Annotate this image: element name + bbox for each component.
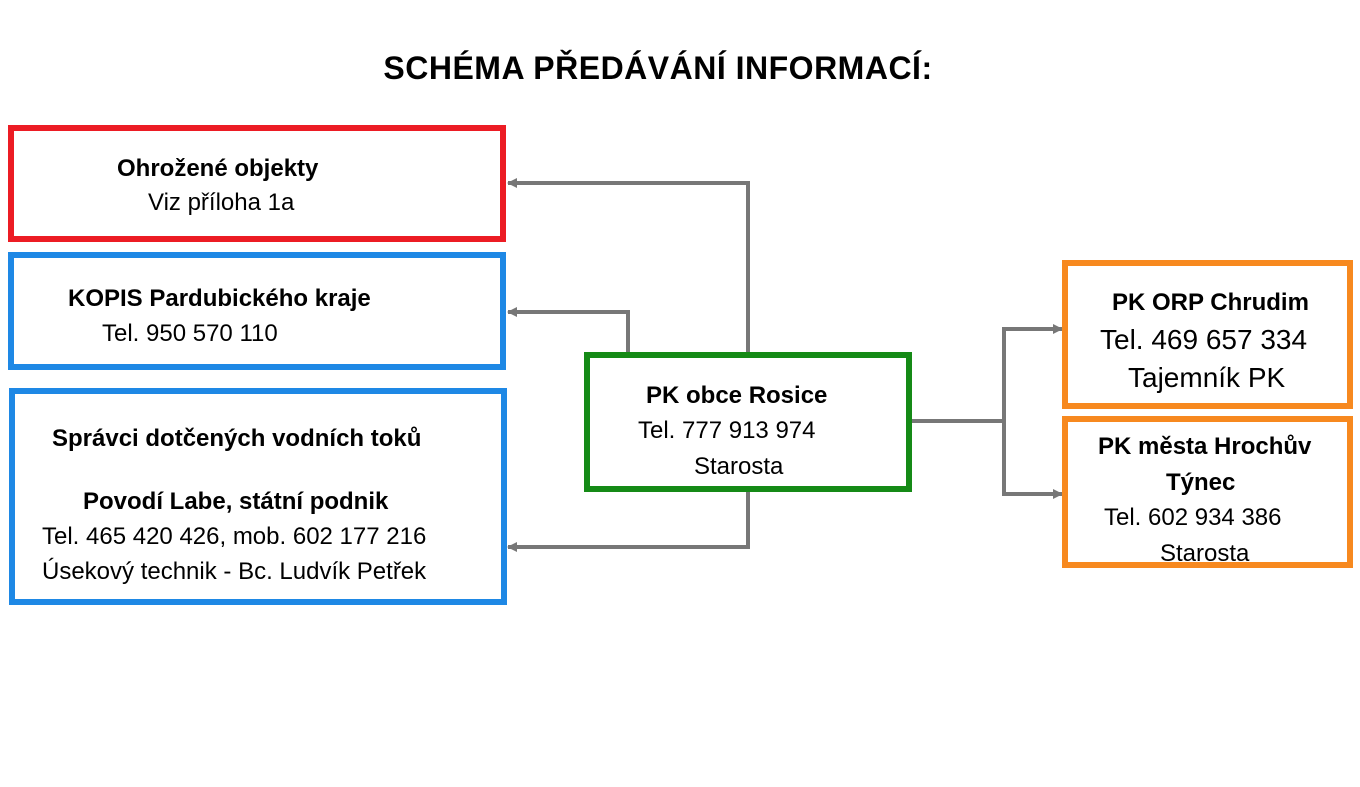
node-rosice-name: PK obce Rosice [646,382,828,409]
node-ohrozene-line1: Viz příloha 1a [148,189,295,216]
node-hrochuv-tynec: PK města Hrochův Týnec Tel. 602 934 386 … [1062,416,1353,568]
node-spravci-line1: Tel. 465 420 426, mob. 602 177 216 [42,523,427,550]
node-rosice-line1: Tel. 777 913 974 [638,417,816,444]
edge-rosice-ohrozene [507,178,750,352]
edge-rosice-kopis [507,307,630,352]
node-orp-name: PK ORP Chrudim [1112,289,1309,316]
node-rosice-line2: Starosta [694,453,784,480]
node-rosice: PK obce Rosice Tel. 777 913 974 Starosta [584,352,912,492]
node-orp-line2: Tajemník PK [1128,362,1286,393]
node-spravci-line2: Úsekový technik - Bc. Ludvík Petřek [42,558,427,585]
node-kopis-line1: Tel. 950 570 110 [102,320,278,347]
node-hrochuv-name2: Týnec [1166,469,1236,496]
node-spravci-name: Povodí Labe, státní podnik [83,488,389,515]
node-hrochuv-line1: Tel. 602 934 386 [1104,504,1282,531]
node-hrochuv-name1: PK města Hrochův [1098,433,1312,460]
edge-rosice-orp [1002,324,1063,421]
edge-rosice-spravci [507,492,750,552]
node-orp-line1: Tel. 469 657 334 [1100,324,1308,355]
node-spravci-heading: Správci dotčených vodních toků [52,425,422,452]
node-orp-chrudim: PK ORP Chrudim Tel. 469 657 334 Tajemník… [1062,260,1353,409]
node-ohrozene-objekty: Ohrožené objekty Viz příloha 1a [8,125,506,242]
edge-rosice-hrochuv [1002,421,1063,499]
node-kopis: KOPIS Pardubického kraje Tel. 950 570 11… [8,252,506,370]
node-spravci: Správci dotčených vodních toků Povodí La… [9,388,507,605]
node-kopis-name: KOPIS Pardubického kraje [68,285,371,312]
node-hrochuv-line2: Starosta [1160,540,1250,567]
diagram-title: SCHÉMA PŘEDÁVÁNÍ INFORMACÍ: [383,50,933,86]
node-ohrozene-name: Ohrožené objekty [117,155,319,182]
